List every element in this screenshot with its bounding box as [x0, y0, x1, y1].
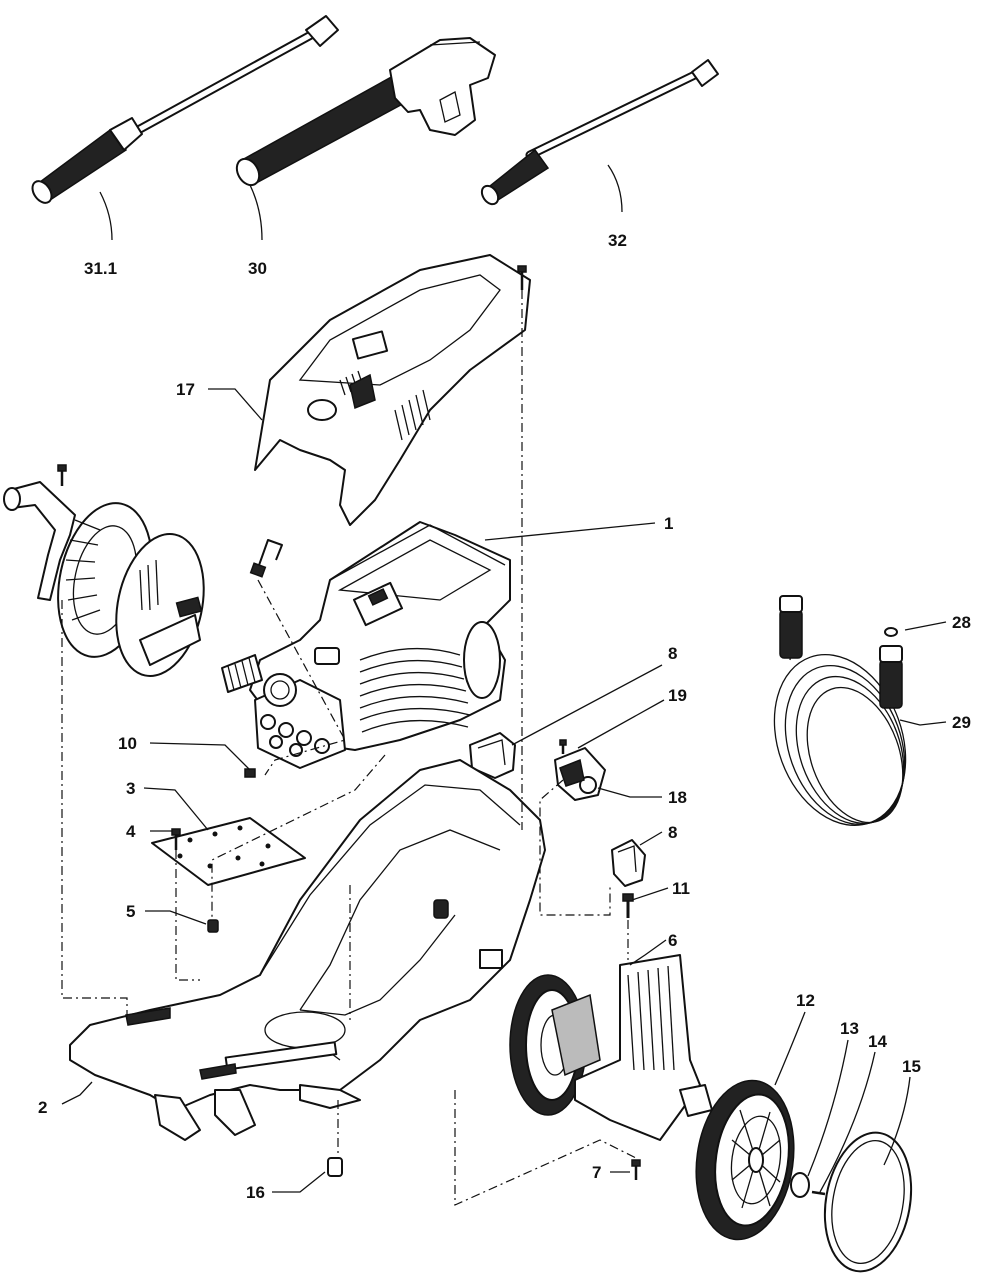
- part-15-hubcap: [823, 1131, 913, 1273]
- part-6-wheel-bracket: [509, 954, 713, 1141]
- part-5-foot: [207, 919, 219, 933]
- label-30: 30: [248, 259, 267, 278]
- part-14-screw: [811, 1190, 826, 1196]
- part-16-foot: [327, 1157, 343, 1177]
- label-12: 12: [796, 991, 815, 1010]
- label-7: 7: [592, 1163, 601, 1182]
- hose-reel-assembly: [3, 464, 283, 677]
- part-31-1-spray-lance: [31, 15, 339, 204]
- part-13-washer: [790, 1172, 810, 1198]
- part-30-spray-gun: [235, 37, 496, 187]
- part-29-high-pressure-hose: [773, 595, 907, 827]
- label-14: 14: [868, 1032, 887, 1051]
- part-8-lower-clip: [611, 839, 646, 887]
- part-4-screw: [171, 828, 181, 850]
- leader-lines: [61, 164, 947, 1193]
- part-2-chassis-frame: [69, 759, 546, 1141]
- label-8-upper: 8: [668, 644, 677, 663]
- label-15: 15: [902, 1057, 921, 1076]
- label-2: 2: [38, 1098, 47, 1117]
- label-29: 29: [952, 713, 971, 732]
- label-19: 19: [668, 686, 687, 705]
- label-16: 16: [246, 1183, 265, 1202]
- label-6: 6: [668, 931, 677, 950]
- label-1: 1: [664, 514, 673, 533]
- label-11: 11: [672, 879, 690, 898]
- label-18: 18: [668, 788, 687, 807]
- label-17: 17: [176, 380, 195, 399]
- part-3-base-plate: [151, 817, 306, 886]
- cover-screw: [517, 265, 527, 290]
- label-5: 5: [126, 902, 135, 921]
- part-17-top-cover: [254, 254, 531, 526]
- part-10-nut: [244, 768, 256, 778]
- part-12-wheel: [695, 1079, 795, 1241]
- part-28-o-ring: [884, 627, 898, 637]
- part-1-motor-pump-unit: [221, 521, 511, 769]
- part-18-hose-holder: [554, 739, 606, 801]
- callout-labels: 31.1 30 32 17 1 28 29 8 19 18 10 3 4 5 8…: [38, 231, 971, 1202]
- label-32: 32: [608, 231, 627, 250]
- label-8-lower: 8: [668, 823, 677, 842]
- label-4: 4: [126, 822, 136, 841]
- part-7-screw: [631, 1159, 641, 1180]
- label-28: 28: [952, 613, 971, 632]
- label-3: 3: [126, 779, 135, 798]
- part-11-screw: [622, 893, 634, 918]
- label-10: 10: [118, 734, 137, 753]
- label-13: 13: [840, 1019, 859, 1038]
- label-31-1: 31.1: [84, 259, 117, 278]
- part-32-rotary-lance: [480, 59, 719, 206]
